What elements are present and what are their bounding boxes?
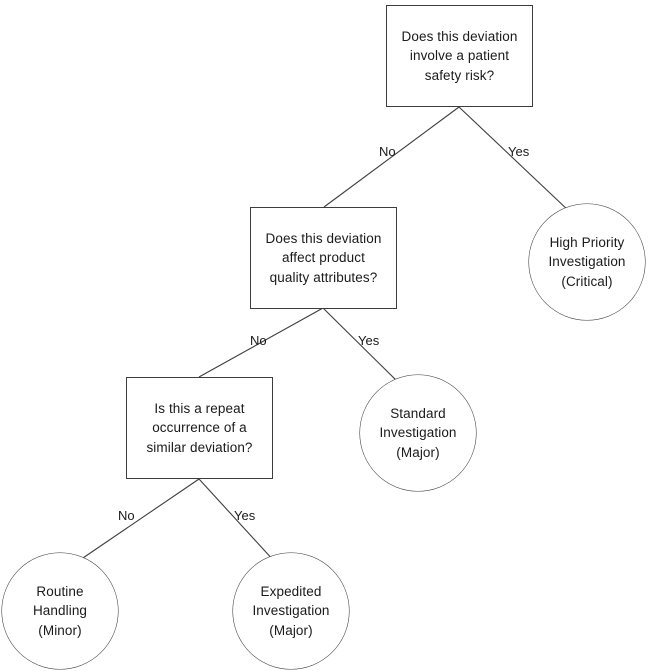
edge-q2-r2 (322, 307, 401, 385)
edge-q1-q2 (323, 106, 460, 208)
decision-node-repeat-occurrence[interactable]: Is this a repeat occurrence of a similar… (126, 377, 273, 479)
outcome-node-standard-investigation[interactable]: Standard Investigation (Major) (360, 375, 476, 491)
node-label: Routine Handling (Minor) (32, 583, 88, 638)
node-label: Standard Investigation (Major) (379, 405, 457, 460)
node-label: Does this deviation affect product quali… (265, 230, 382, 285)
edge-label-q2-no: No (250, 333, 267, 348)
node-label: High Priority Investigation (Critical) (548, 234, 626, 289)
edge-label-q3-yes: Yes (234, 508, 256, 523)
edge-q1-r1 (458, 106, 571, 213)
edge-label-q1-yes: Yes (508, 144, 530, 159)
outcome-node-expedited-investigation[interactable]: Expedited Investigation (Major) (233, 553, 349, 669)
node-label: Expedited Investigation (Major) (252, 583, 330, 638)
edge-label-q2-yes: Yes (358, 333, 380, 348)
node-label: Is this a repeat occurrence of a similar… (146, 400, 253, 455)
decision-node-patient-safety-risk[interactable]: Does this deviation involve a patient sa… (386, 5, 533, 107)
edge-q3-r3 (79, 478, 200, 561)
outcome-node-high-priority-investigation[interactable]: High Priority Investigation (Critical) (529, 204, 645, 320)
edge-q3-r4 (198, 478, 276, 563)
edge-label-q1-no: No (379, 144, 396, 159)
decision-node-product-quality-attributes[interactable]: Does this deviation affect product quali… (250, 207, 397, 309)
edge-label-q3-no: No (118, 508, 135, 523)
edge-q2-q3 (198, 307, 324, 378)
outcome-node-routine-handling[interactable]: Routine Handling (Minor) (2, 553, 118, 669)
node-label: Does this deviation involve a patient sa… (401, 28, 518, 83)
